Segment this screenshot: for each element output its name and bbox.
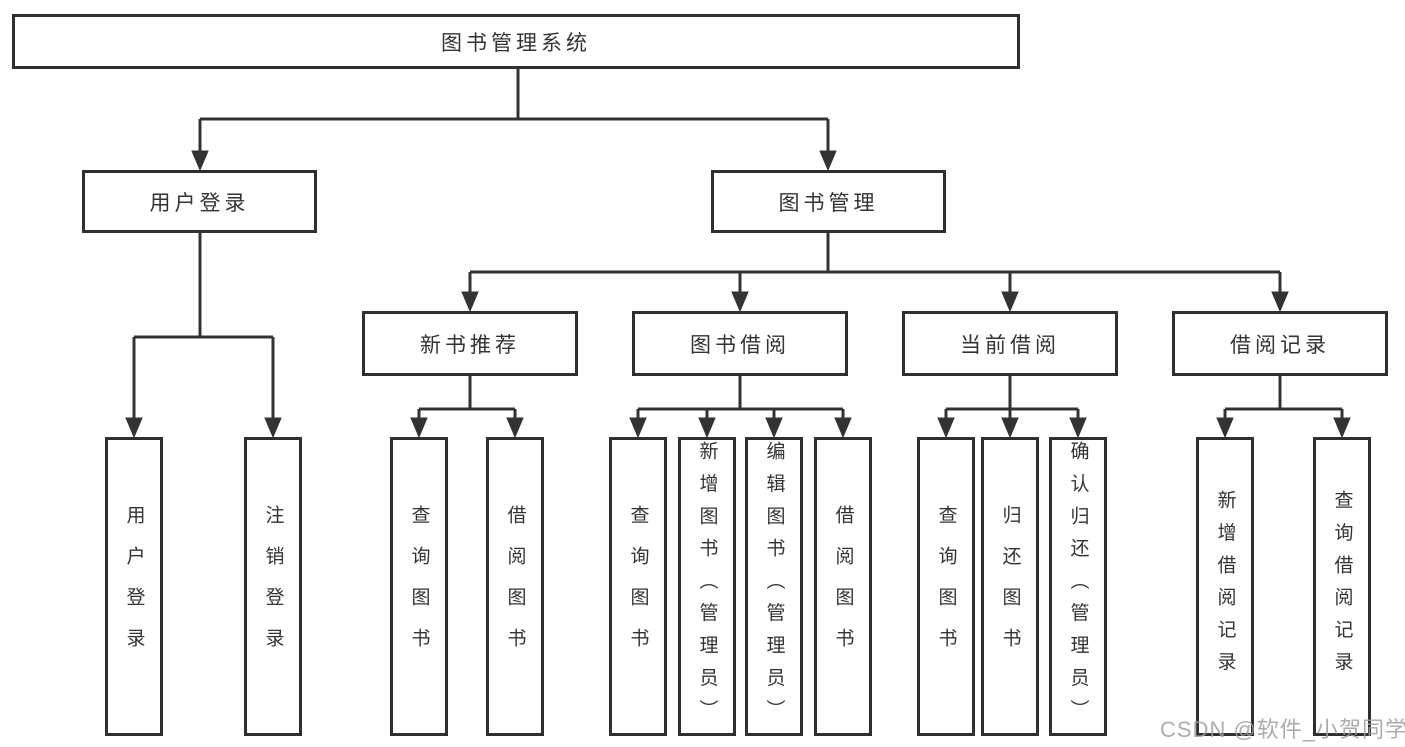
- node-leaf-add-book-admin: 新增图书（管理员）: [678, 437, 736, 736]
- node-leaf-add-borrow-record: 新增借阅记录: [1196, 437, 1254, 736]
- node-label: 注销登录: [262, 504, 284, 669]
- node-leaf-borrow-books-1: 借阅图书: [486, 437, 544, 736]
- node-label: 查询图书: [627, 504, 649, 669]
- node-label: 新增图书（管理员）: [696, 441, 718, 732]
- node-label: 查询图书: [408, 504, 430, 669]
- node-leaf-query-books-2: 查询图书: [609, 437, 667, 736]
- node-leaf-logout: 注销登录: [244, 437, 302, 736]
- node-current-borrowing: 当前借阅: [902, 311, 1118, 376]
- node-label: 新增借阅记录: [1214, 489, 1236, 684]
- node-label: 查询图书: [935, 504, 957, 669]
- node-leaf-query-borrow-record: 查询借阅记录: [1313, 437, 1371, 736]
- node-leaf-query-books-3: 查询图书: [917, 437, 975, 736]
- node-borrowing-records: 借阅记录: [1172, 311, 1388, 376]
- node-label: 图书管理系统: [441, 31, 591, 55]
- node-label: 当前借阅: [960, 333, 1060, 357]
- node-label: 新书推荐: [420, 333, 520, 357]
- node-leaf-edit-book-admin: 编辑图书（管理员）: [745, 437, 803, 736]
- node-label: 借阅记录: [1230, 333, 1330, 357]
- node-label: 归还图书: [999, 504, 1021, 669]
- csdn-watermark: CSDN @软件_小贺同学: [1160, 717, 1405, 742]
- node-label: 确认归还（管理员）: [1067, 441, 1089, 732]
- node-leaf-confirm-return-admin: 确认归还（管理员）: [1049, 437, 1107, 736]
- node-book-borrowing: 图书借阅: [632, 311, 848, 376]
- node-label: 查询借阅记录: [1331, 489, 1353, 684]
- node-label: 编辑图书（管理员）: [763, 441, 785, 732]
- node-label: 用户登录: [123, 504, 145, 669]
- node-leaf-query-books-1: 查询图书: [390, 437, 448, 736]
- node-leaf-borrow-books-2: 借阅图书: [814, 437, 872, 736]
- node-label: 图书管理: [778, 191, 879, 215]
- node-leaf-return-books: 归还图书: [981, 437, 1039, 736]
- node-label: 用户登录: [149, 191, 250, 215]
- node-user-login-module: 用户登录: [82, 170, 317, 233]
- connector-arrowheads: [125, 150, 1351, 439]
- node-label: 图书借阅: [690, 333, 790, 357]
- node-new-book-recommendation: 新书推荐: [362, 311, 578, 376]
- connector-lines: [132, 69, 1344, 421]
- node-library-management-system: 图书管理系统: [12, 14, 1020, 69]
- node-label: 借阅图书: [504, 504, 526, 669]
- node-book-management-module: 图书管理: [711, 170, 946, 233]
- node-label: 借阅图书: [832, 504, 854, 669]
- node-leaf-user-login: 用户登录: [105, 437, 163, 736]
